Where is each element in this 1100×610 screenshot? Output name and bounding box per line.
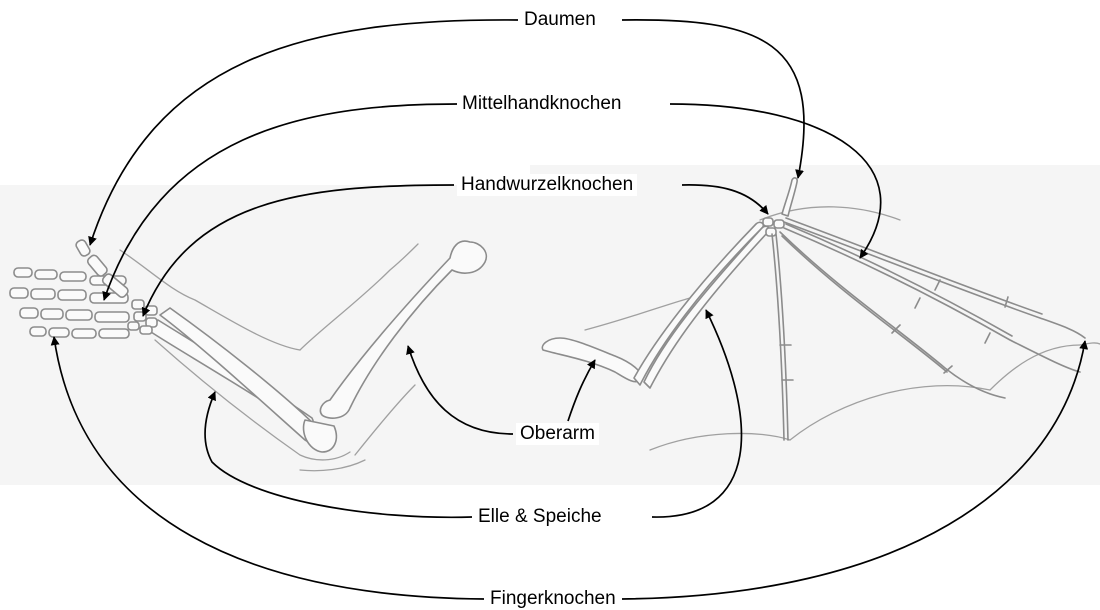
bat-wing-panel: [530, 165, 1100, 485]
label-elle-speiche: Elle & Speiche: [474, 506, 606, 528]
label-mittelhandknochen: Mittelhandknochen: [458, 93, 626, 115]
label-handwurzelknochen: Handwurzelknochen: [457, 174, 637, 196]
label-fingerknochen: Fingerknochen: [486, 588, 620, 610]
arrow-daumen-bat: [622, 20, 804, 178]
label-daumen: Daumen: [520, 9, 600, 31]
label-oberarm: Oberarm: [516, 423, 599, 445]
